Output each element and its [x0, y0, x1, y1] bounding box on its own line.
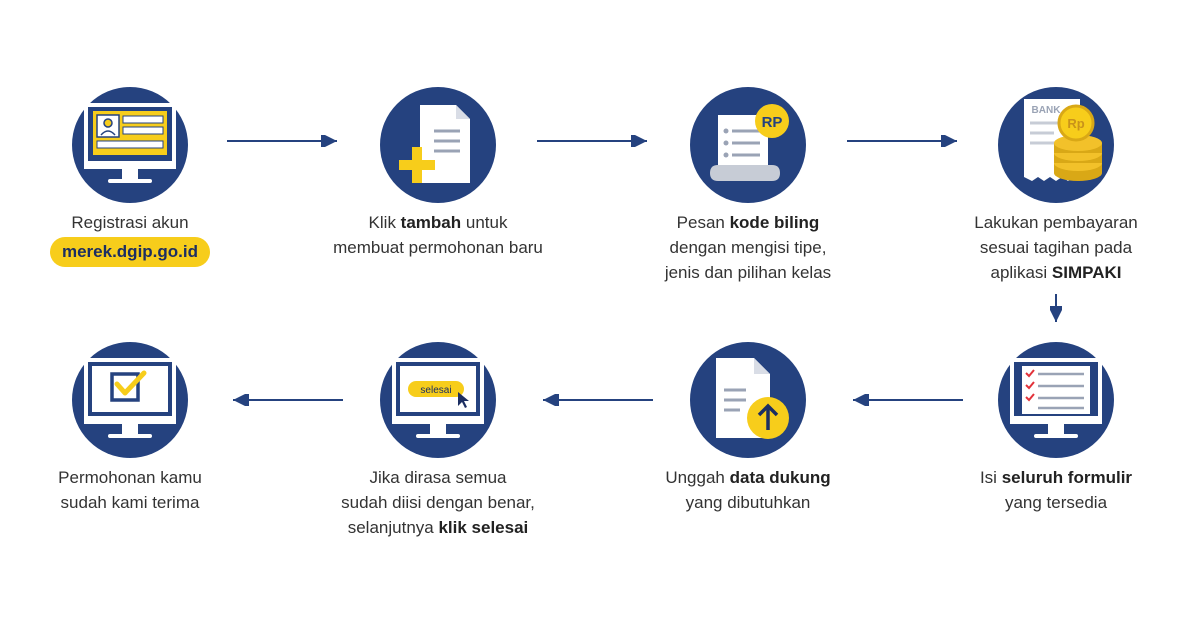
- arrow-1-to-2: [225, 135, 345, 147]
- caption-text: aplikasi: [990, 263, 1052, 282]
- computer-checkbox-icon: [72, 342, 188, 458]
- finish-button-label: selesai: [420, 385, 451, 396]
- caption-line: sudah diisi dengan benar,: [341, 493, 535, 512]
- step-7-icon: selesai: [378, 340, 498, 460]
- step-6-caption: Unggah data dukung yang dibutuhkan: [628, 465, 868, 515]
- arrow-5-to-6: [845, 394, 965, 406]
- caption-line: jenis dan pilihan kelas: [664, 263, 832, 282]
- emphasis-text: kode biling: [729, 213, 820, 232]
- arrow-7-to-8: [225, 394, 345, 406]
- bank-label: BANK: [1032, 105, 1062, 116]
- caption-line: sudah kami terima: [60, 493, 200, 512]
- step-7-caption: Jika dirasa semua sudah diisi dengan ben…: [318, 465, 558, 540]
- billing-receipt-icon: RP: [690, 87, 806, 203]
- step-1-icon: [70, 85, 190, 205]
- emphasis-text: tambah: [400, 213, 462, 232]
- step-2-icon: [378, 85, 498, 205]
- caption-line: sesuai tagihan pada: [979, 238, 1133, 257]
- step-3-icon: RP: [688, 85, 808, 205]
- caption-line: yang tersedia: [1004, 493, 1108, 512]
- arrow-3-to-4: [845, 135, 965, 147]
- arrow-4-to-5: [1050, 292, 1062, 332]
- step-5-icon: [996, 340, 1116, 460]
- step-8-icon: [70, 340, 190, 460]
- caption-text: Klik: [368, 213, 401, 232]
- bank-payment-icon: BANK Rp: [998, 87, 1114, 203]
- document-add-icon: [380, 87, 496, 203]
- step-6-icon: [688, 340, 808, 460]
- step-2-caption: Klik tambah untuk membuat permohonan bar…: [318, 210, 558, 260]
- computer-finish-icon: selesai: [380, 342, 496, 458]
- currency-badge: RP: [762, 114, 783, 131]
- caption-line: Lakukan pembayaran: [974, 213, 1138, 232]
- caption-line: membuat permohonan baru: [333, 238, 543, 257]
- step-3-caption: Pesan kode biling dengan mengisi tipe, j…: [628, 210, 868, 285]
- caption-text: Pesan: [676, 213, 730, 232]
- form-checklist-icon: [998, 342, 1114, 458]
- caption-text: Isi: [979, 468, 1002, 487]
- caption-text: untuk: [461, 213, 508, 232]
- caption-line: Registrasi akun: [71, 213, 189, 232]
- website-link[interactable]: merek.dgip.go.id: [49, 237, 211, 267]
- emphasis-text: klik selesai: [438, 518, 529, 537]
- step-4-icon: BANK Rp: [996, 85, 1116, 205]
- caption-line: Permohonan kamu: [58, 468, 202, 487]
- caption-line: Jika dirasa semua: [369, 468, 507, 487]
- step-4-caption: Lakukan pembayaran sesuai tagihan pada a…: [936, 210, 1176, 285]
- step-5-caption: Isi seluruh formulir yang tersedia: [936, 465, 1176, 515]
- step-8-caption: Permohonan kamu sudah kami terima: [10, 465, 250, 515]
- arrow-2-to-3: [535, 135, 655, 147]
- computer-account-icon: [72, 87, 188, 203]
- caption-line: dengan mengisi tipe,: [669, 238, 827, 257]
- emphasis-text: SIMPAKI: [1051, 263, 1122, 282]
- coin-label: Rp: [1067, 116, 1084, 131]
- caption-text: selanjutnya: [347, 518, 439, 537]
- caption-text: Unggah: [665, 468, 730, 487]
- step-1-caption: Registrasi akun merek.dgip.go.id: [10, 210, 250, 267]
- upload-document-icon: [690, 342, 806, 458]
- emphasis-text: data dukung: [729, 468, 831, 487]
- caption-line: yang dibutuhkan: [685, 493, 811, 512]
- emphasis-text: seluruh formulir: [1001, 468, 1133, 487]
- arrow-6-to-7: [535, 394, 655, 406]
